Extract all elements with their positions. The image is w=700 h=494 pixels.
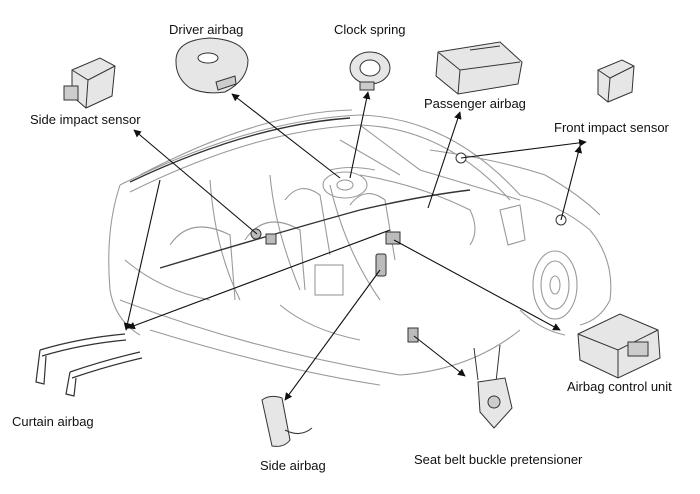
front-impact-sensor-illustration bbox=[597, 59, 635, 103]
leader-front-impact-left bbox=[460, 139, 587, 159]
leader-side-impact-sensor bbox=[133, 129, 258, 235]
leader-side-airbag bbox=[284, 269, 381, 401]
leader-airbag-control-unit bbox=[393, 239, 561, 331]
seat-belt-pretensioner-illustration bbox=[473, 344, 513, 429]
label-airbag-control-unit: Airbag control unit bbox=[567, 379, 672, 394]
leader-clock-spring bbox=[349, 91, 371, 179]
curtain-airbag-installed bbox=[129, 117, 471, 269]
leader-lines bbox=[123, 91, 587, 401]
driver-airbag-illustration bbox=[175, 37, 249, 94]
label-driver-airbag: Driver airbag bbox=[169, 22, 244, 37]
label-side-airbag: Side airbag bbox=[260, 458, 326, 473]
curtain-airbag-illustration bbox=[35, 333, 143, 397]
leader-passenger-airbag bbox=[427, 111, 462, 209]
label-front-impact-sensor: Front impact sensor bbox=[554, 120, 669, 135]
side-airbag-illustration bbox=[261, 395, 313, 447]
leader-curtain-rear bbox=[123, 179, 161, 331]
leader-front-impact-right bbox=[560, 145, 583, 221]
label-side-impact-sensor: Side impact sensor bbox=[30, 112, 141, 127]
side-impact-sensor-illustration bbox=[63, 57, 116, 109]
leader-seat-belt-pretensioner bbox=[413, 335, 466, 377]
label-clock-spring: Clock spring bbox=[334, 22, 406, 37]
label-passenger-airbag: Passenger airbag bbox=[424, 96, 526, 111]
passenger-airbag-illustration bbox=[435, 41, 523, 95]
car-body-outline bbox=[108, 109, 612, 386]
clock-spring-illustration bbox=[349, 51, 391, 91]
label-curtain-airbag: Curtain airbag bbox=[12, 414, 94, 429]
leader-curtain-front bbox=[127, 229, 391, 330]
label-seat-belt-buckle-pretensioner: Seat belt buckle pretensioner bbox=[414, 452, 583, 467]
leader-driver-airbag bbox=[231, 93, 341, 179]
airbag-control-unit-illustration bbox=[577, 313, 661, 379]
